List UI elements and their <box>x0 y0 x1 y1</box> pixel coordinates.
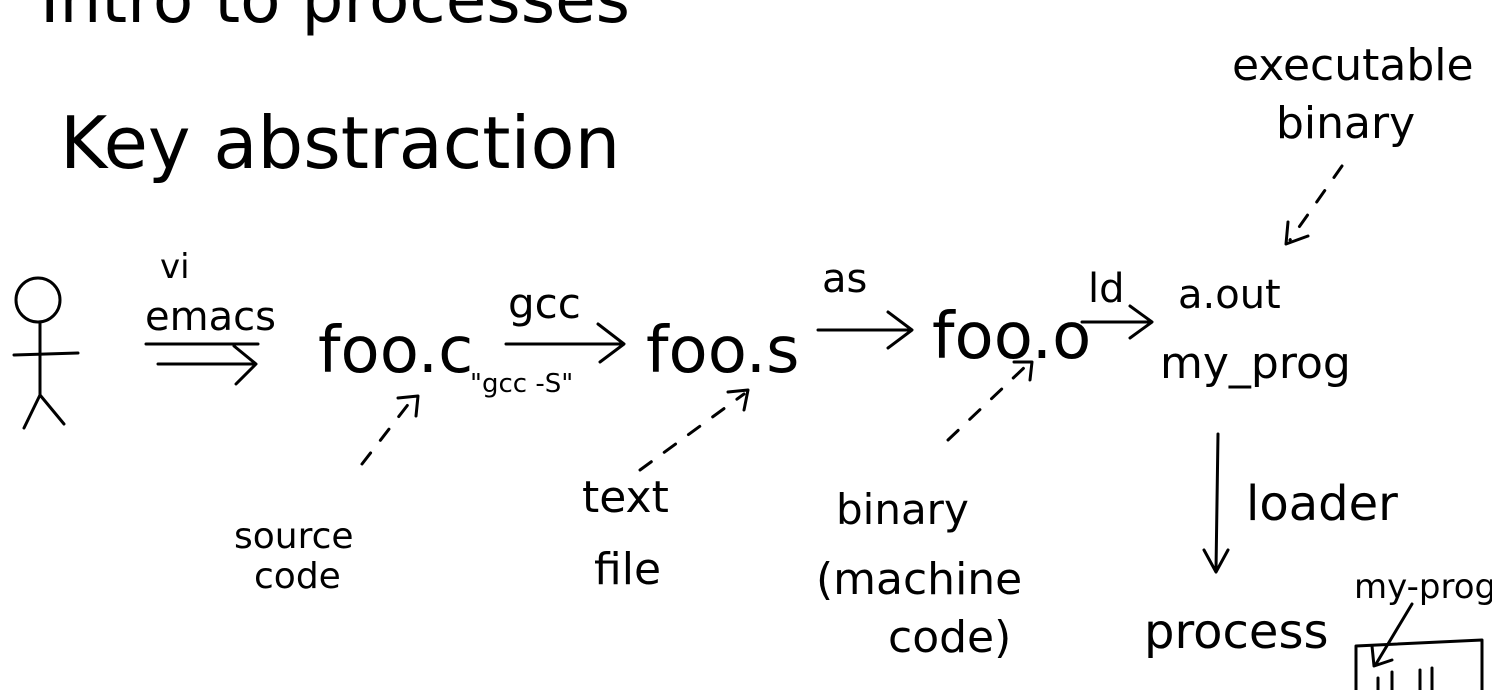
binary-pointer-line <box>946 362 1030 442</box>
compile-tool-label: gcc <box>508 279 581 328</box>
edit-arrow-icon <box>156 344 258 386</box>
editor-tool-emacs: emacs <box>145 294 276 340</box>
binary-annotation-line1: binary <box>836 485 969 534</box>
user-stick-figure-icon <box>12 276 80 430</box>
binary-annotation-line2: (machine <box>816 554 1022 605</box>
source-pointer-line <box>360 400 412 466</box>
assemble-tool-label: as <box>822 256 867 302</box>
page-title: Intro to processes <box>40 0 630 38</box>
text-annotation-line2: file <box>594 544 661 595</box>
loader-label: loader <box>1246 476 1398 532</box>
custom-exe-name: my_prog <box>1160 338 1351 389</box>
asm-file-label: foo.s <box>646 314 799 388</box>
process-box <box>1354 638 1484 690</box>
compile-arrow-icon <box>504 322 626 364</box>
binary-annotation-line3: code) <box>888 612 1011 663</box>
process-box-pointer-icon <box>1370 602 1414 668</box>
object-file-label: foo.o <box>932 300 1091 374</box>
editor-tool-vi: vi <box>160 247 190 287</box>
source-annotation-line2: code <box>254 556 341 597</box>
compile-flag-label: "gcc -S" <box>470 369 573 399</box>
source-annotation-line1: source <box>234 516 354 557</box>
link-arrow-icon <box>1080 304 1154 340</box>
binary-pointer-arrowhead-icon <box>1012 360 1034 382</box>
assemble-arrow-icon <box>816 310 914 350</box>
text-annotation-line1: text <box>582 472 669 523</box>
source-file-label: foo.c <box>318 314 473 388</box>
executable-annotation-line2: binary <box>1276 98 1415 149</box>
default-exe-name: a.out <box>1178 272 1281 318</box>
link-tool-label: ld <box>1088 266 1125 312</box>
loader-arrow-icon <box>1202 432 1230 574</box>
executable-pointer-line <box>1288 164 1344 242</box>
executable-annotation-line1: executable <box>1232 40 1474 91</box>
page-subtitle: Key abstraction <box>60 101 620 185</box>
process-box-contents <box>1376 666 1434 690</box>
text-pointer-line <box>638 392 746 472</box>
process-label: process <box>1144 604 1328 660</box>
source-pointer-arrowhead-icon <box>396 394 420 418</box>
text-pointer-arrowhead-icon <box>726 388 750 412</box>
executable-pointer-arrowhead-icon <box>1284 220 1310 246</box>
process-box-label: my-prog <box>1354 567 1492 607</box>
